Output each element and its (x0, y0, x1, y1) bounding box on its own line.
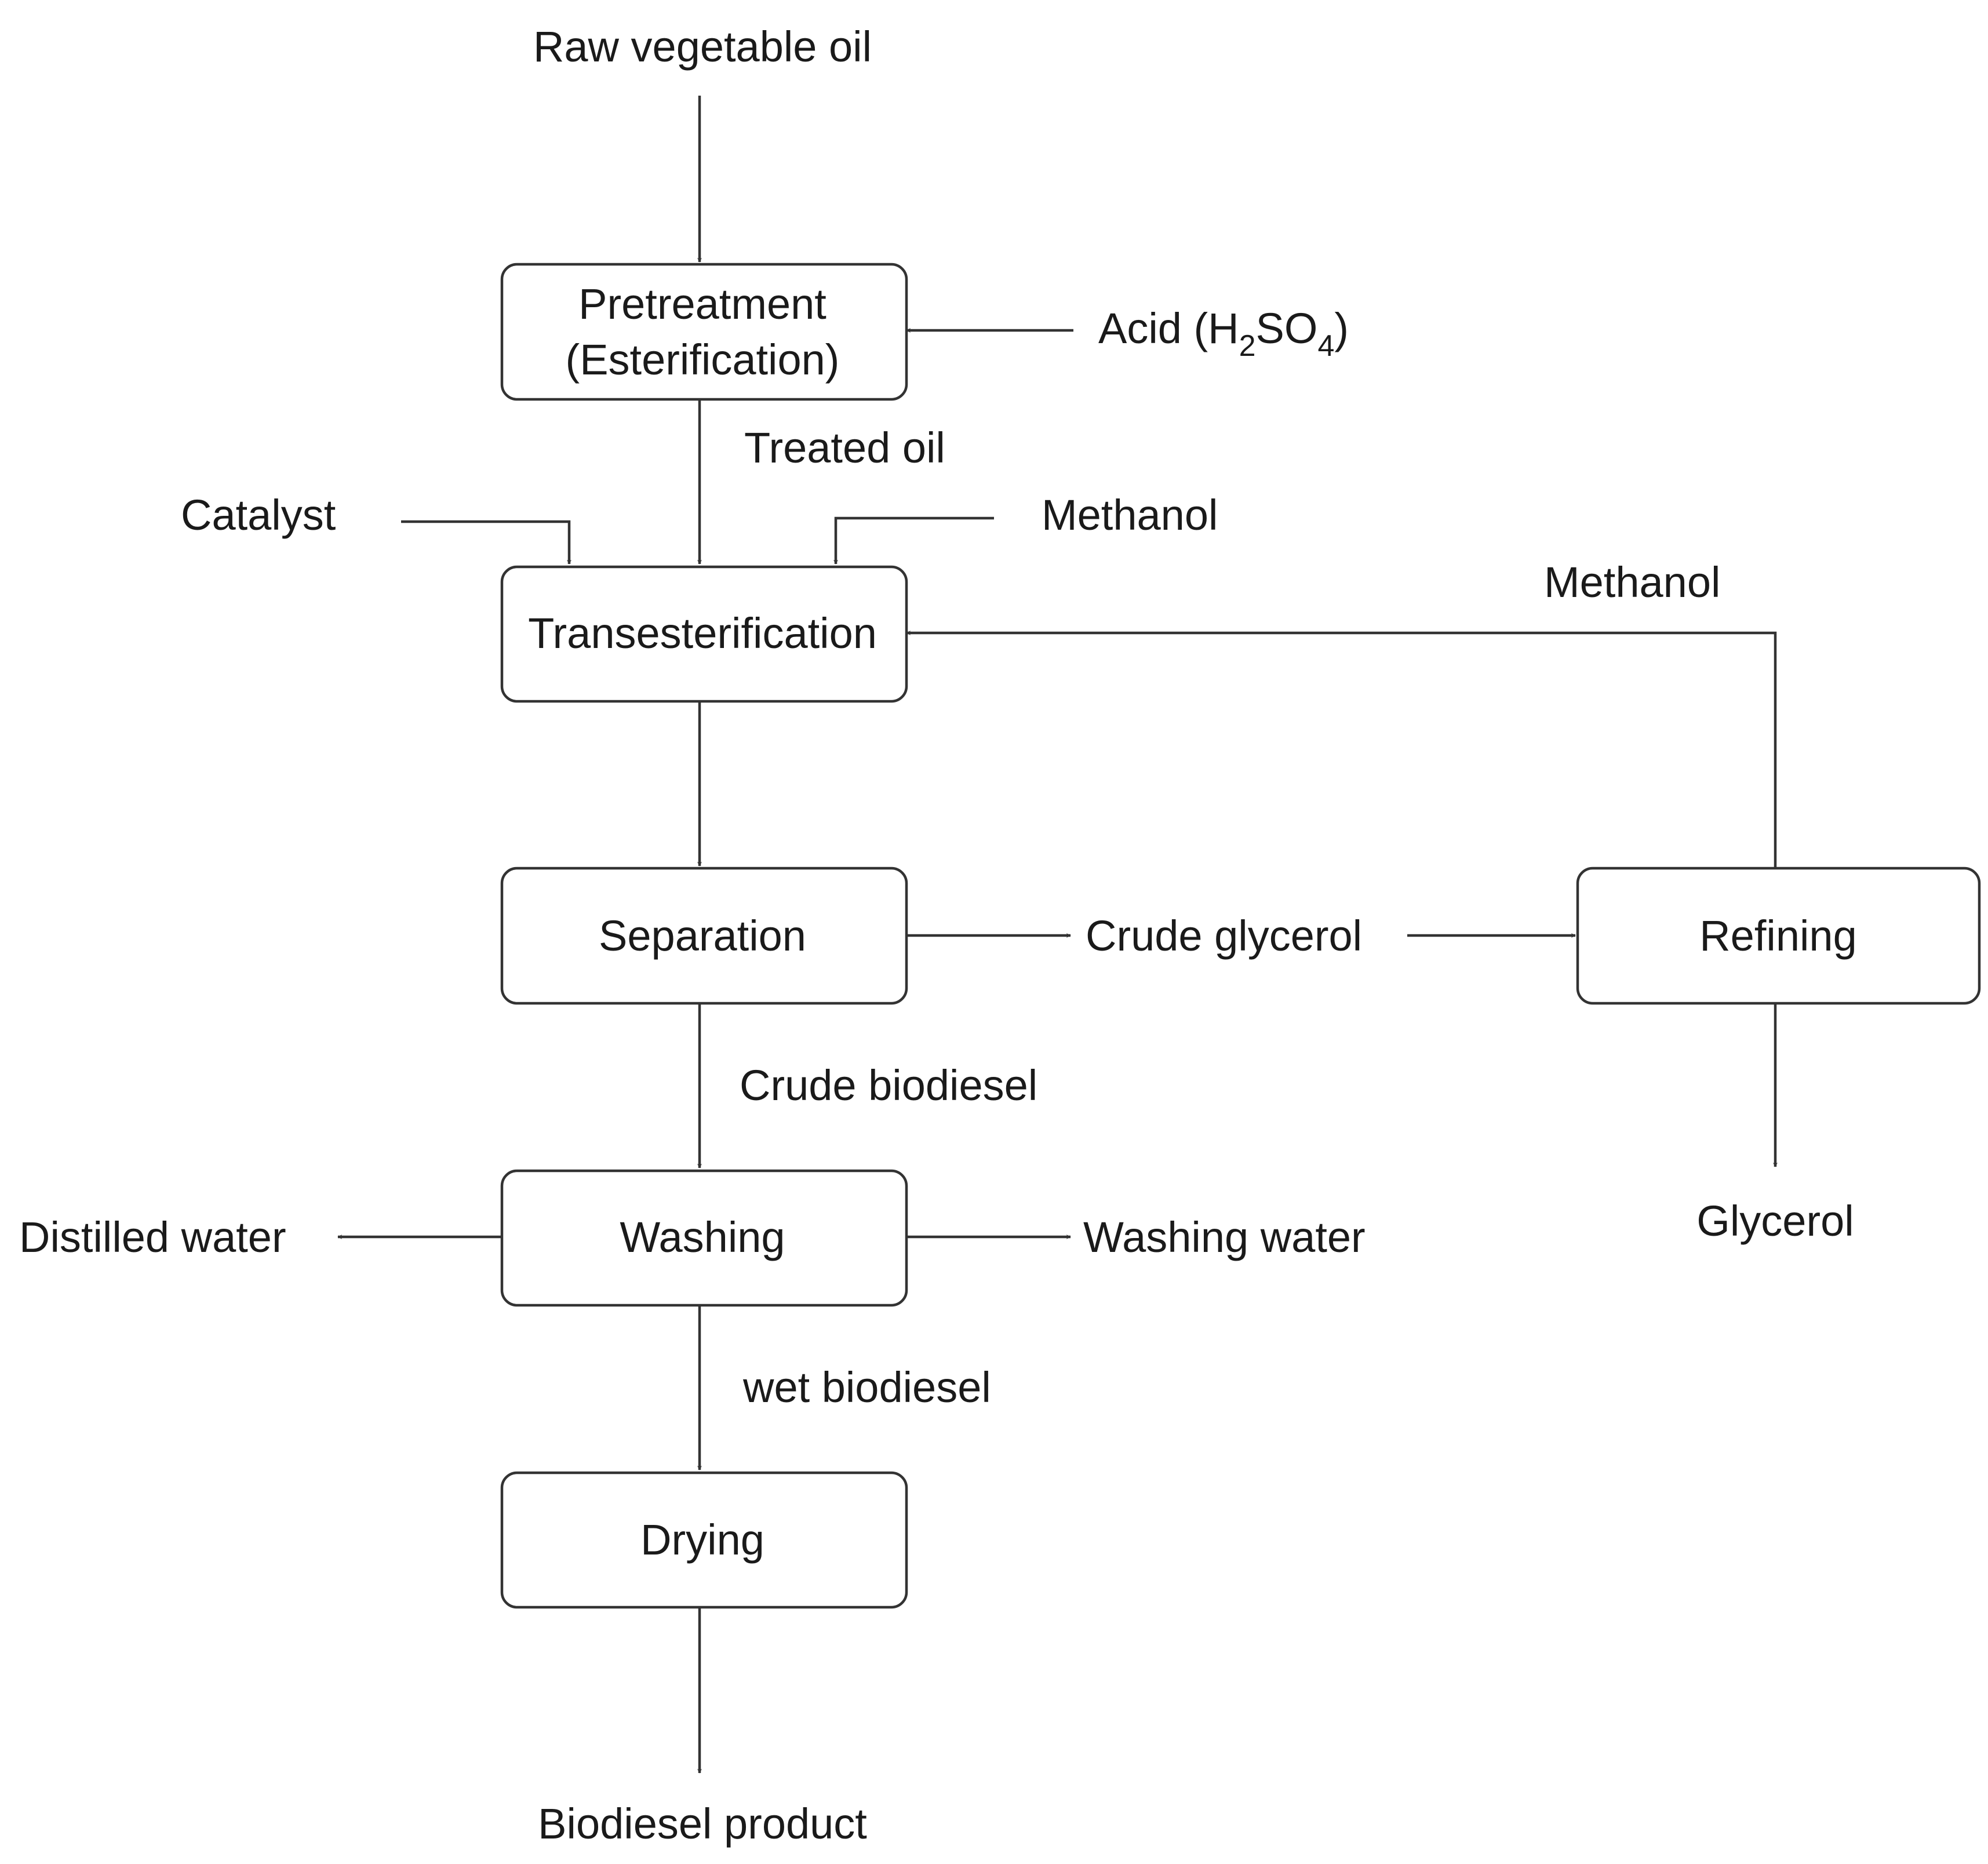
pretreatment-label-line2: (Esterification) (566, 336, 840, 384)
refining-label: Refining (1699, 912, 1857, 960)
process-nodes (500, 263, 1981, 1609)
node-separation (500, 867, 908, 1005)
edges (337, 96, 1778, 1774)
glycerol-label: Glycerol (1696, 1197, 1854, 1245)
acid-mid: SO (1256, 304, 1318, 352)
washing-water-label: Washing water (1083, 1213, 1366, 1261)
biodiesel-product-label: Biodiesel product (538, 1800, 867, 1848)
acid-suffix: ) (1334, 304, 1349, 352)
acid-subscript-2: 4 (1317, 329, 1334, 363)
node-refining (1576, 867, 1981, 1005)
distilled-water-label: Distilled water (19, 1213, 286, 1261)
stream-labels: Raw vegetable oil Acid (H2SO4) Treated o… (19, 23, 1854, 1848)
transesterification-label: Transesterification (528, 609, 877, 657)
catalyst-label: Catalyst (181, 491, 336, 539)
separation-label: Separation (599, 912, 806, 960)
methanol-recycle-label: Methanol (1544, 558, 1720, 606)
methanol-input-label: Methanol (1042, 491, 1218, 539)
edge-catalyst-to-transesterification (401, 520, 571, 565)
crude-glycerol-label: Crude glycerol (1086, 912, 1362, 960)
node-washing (500, 1169, 908, 1307)
node-transesterification (500, 565, 908, 703)
treated-oil-label: Treated oil (744, 424, 945, 472)
drying-label: Drying (640, 1516, 764, 1564)
crude-biodiesel-label: Crude biodiesel (740, 1061, 1037, 1109)
acid-prefix: Acid (H (1098, 304, 1239, 352)
node-labels: Pretreatment (Esterification) Transester… (528, 280, 1857, 1564)
pretreatment-label-line1: Pretreatment (578, 280, 826, 328)
node-pretreatment (500, 263, 908, 401)
acid-subscript-1: 2 (1239, 329, 1256, 363)
edge-methanol-recycle (906, 631, 1777, 869)
node-drying (500, 1471, 908, 1609)
washing-label: Washing (620, 1213, 785, 1261)
raw-oil-label: Raw vegetable oil (533, 23, 872, 71)
edge-methanol-to-transesterification (833, 516, 994, 565)
acid-label: Acid (H2SO4) (1098, 304, 1349, 363)
wet-biodiesel-label: wet biodiesel (742, 1363, 991, 1411)
